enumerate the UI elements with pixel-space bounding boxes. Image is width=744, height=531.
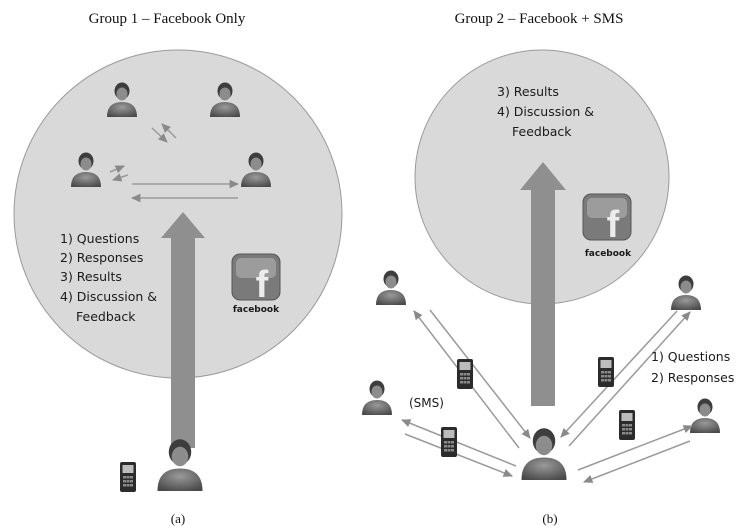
panel-a-peer-arrow bbox=[151, 127, 168, 143]
panel-b-caption: (b) bbox=[542, 511, 557, 526]
panel-b-sms-step-1: 1) Questions bbox=[651, 349, 730, 364]
panel-b-facebook-glyph: f bbox=[607, 204, 620, 246]
panel-b-phone bbox=[619, 410, 635, 440]
panel-b-circle-step-4: 4) Discussion & bbox=[497, 104, 594, 119]
panel-b-sms-arrows bbox=[401, 309, 693, 483]
panel-b-circle-step-4-cont: Feedback bbox=[512, 124, 572, 139]
panel-b-phone bbox=[457, 359, 473, 389]
panel-a-caption: (a) bbox=[171, 511, 185, 526]
panel-a-step-4: 4) Discussion & bbox=[60, 289, 157, 304]
panel-a-facebook-glyph: f bbox=[256, 264, 269, 306]
panel-b-facebook-logo: f facebook bbox=[582, 193, 632, 259]
panel-a: Group 1 – Facebook Only 1) Questions 2) … bbox=[13, 11, 343, 526]
panel-b-sms-steps: 1) Questions 2) Responses bbox=[651, 349, 734, 385]
panel-b-sms-label: (SMS) bbox=[409, 396, 444, 410]
panel-b-circle-steps: 3) Results 4) Discussion & Feedback bbox=[497, 84, 598, 139]
panel-b-title: Group 2 – Facebook + SMS bbox=[455, 11, 624, 27]
panel-a-peer-arrow bbox=[109, 165, 125, 174]
panel-a-facebook-logo: f facebook bbox=[231, 253, 281, 315]
panel-a-organizer bbox=[120, 439, 203, 492]
panel-b-phone bbox=[441, 427, 457, 457]
panel-a-upward-arrow bbox=[161, 212, 205, 448]
panel-b-facebook-wordmark: facebook bbox=[585, 249, 632, 259]
panel-a-steps: 1) Questions 2) Responses 3) Results 4) … bbox=[60, 231, 161, 324]
panel-b-circle-step-3: 3) Results bbox=[497, 84, 559, 99]
panel-a-step-4-cont: Feedback bbox=[76, 309, 136, 324]
panel-b-upward-arrow bbox=[520, 162, 566, 406]
panel-a-step-3: 3) Results bbox=[60, 269, 122, 284]
panel-a-peer-arrow bbox=[112, 173, 129, 182]
panel-b-participant-mid-left bbox=[362, 380, 392, 415]
panel-b-participant-bottom-right bbox=[690, 398, 720, 433]
panel-a-step-1: 1) Questions bbox=[60, 231, 139, 246]
panel-b-participant-top-right bbox=[671, 275, 701, 310]
panel-a-peer-arrow bbox=[161, 123, 177, 139]
panel-a-step-2: 2) Responses bbox=[60, 250, 143, 265]
panel-b-phone bbox=[598, 357, 614, 387]
panel-a-title: Group 1 – Facebook Only bbox=[89, 11, 246, 27]
panel-b: Group 2 – Facebook + SMS 3) Results 4) D… bbox=[362, 11, 734, 526]
panel-a-facebook-wordmark: facebook bbox=[233, 305, 280, 315]
panel-b-participant-top-left bbox=[376, 270, 406, 305]
panel-b-sms-step-2: 2) Responses bbox=[651, 370, 734, 385]
